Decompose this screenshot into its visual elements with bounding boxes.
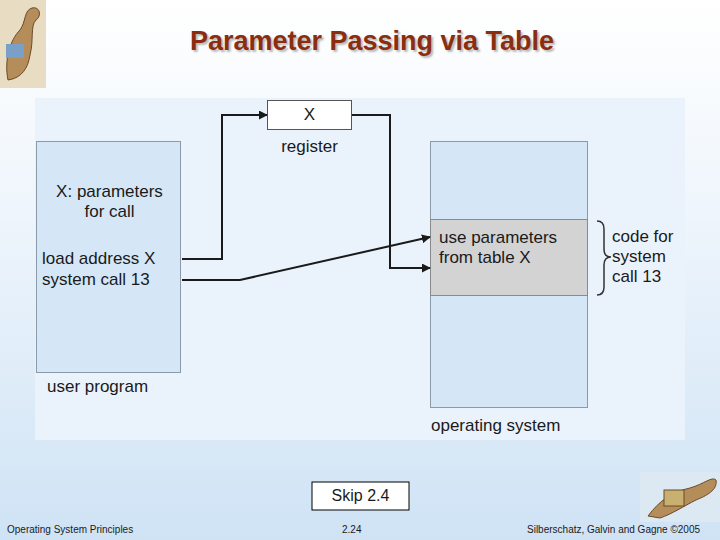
note-box bbox=[312, 482, 409, 510]
arrow-connector bbox=[182, 115, 267, 259]
note-text: Skip 2.4 bbox=[312, 482, 409, 510]
logo-background bbox=[0, 0, 46, 88]
register-value: X bbox=[268, 101, 351, 129]
box-heading: register bbox=[268, 137, 351, 157]
arrow-connector bbox=[182, 237, 430, 280]
dinosaur-logo bbox=[0, 0, 46, 88]
brace-label: code for system call 13 bbox=[612, 227, 692, 287]
logo-book bbox=[6, 44, 24, 58]
register-box: Xregister bbox=[267, 100, 352, 130]
logo-creature bbox=[7, 8, 40, 80]
program-box: user programX: parameters for callload a… bbox=[36, 141, 181, 373]
text-line: X: parameters for call bbox=[37, 182, 182, 223]
curly-brace bbox=[597, 221, 611, 295]
instruction-line: system call 13 bbox=[37, 269, 182, 291]
os-box: operating systemuse parameters from tabl… bbox=[430, 141, 588, 408]
logo-book bbox=[664, 490, 684, 506]
box-heading: operating system bbox=[431, 416, 560, 436]
instruction-line: load address X bbox=[37, 248, 182, 270]
text-line: system call 13 bbox=[37, 269, 182, 291]
slide-title: Parameter Passing via Table bbox=[100, 26, 644, 57]
diagram-panel bbox=[35, 98, 685, 440]
text-line: use parameters from table X bbox=[431, 220, 587, 277]
footer-text: Operating System Principles bbox=[7, 524, 133, 535]
box-heading: user program bbox=[47, 377, 148, 397]
text-line: load address X bbox=[37, 248, 182, 270]
logo-creature bbox=[648, 479, 716, 518]
dinosaur-logo bbox=[640, 472, 720, 522]
page-number: 2.24 bbox=[342, 524, 361, 535]
copyright-text: Silberschatz, Galvin and Gagne ©2005 bbox=[527, 524, 700, 535]
table-region: X: parameters for call bbox=[37, 182, 182, 226]
logo-background bbox=[640, 472, 720, 522]
code-band: use parameters from table X bbox=[430, 219, 588, 296]
arrow-connector bbox=[352, 115, 430, 268]
